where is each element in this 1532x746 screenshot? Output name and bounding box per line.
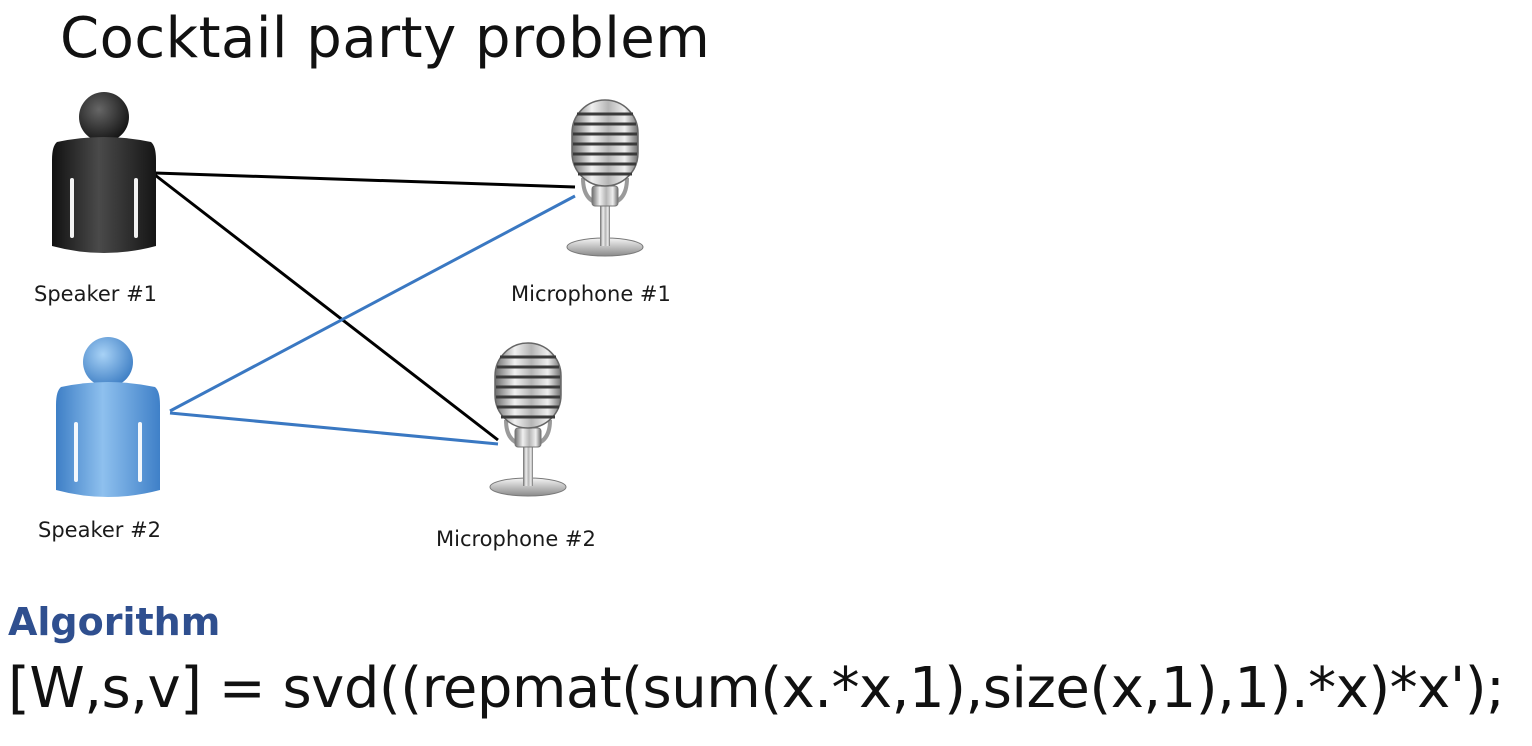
microphone-1-icon (566, 99, 644, 257)
link-speaker2-mic1 (169, 194, 576, 413)
microphone-2-label: Microphone #2 (436, 527, 596, 551)
microphone-1-label: Microphone #1 (511, 282, 671, 306)
speaker-1-person-icon (52, 92, 156, 253)
algorithm-heading: Algorithm (8, 600, 221, 644)
algorithm-code: [W,s,v] = svd((repmat(sum(x.*x,1),size(x… (8, 656, 1505, 721)
speaker-1-label: Speaker #1 (34, 282, 158, 306)
link-speaker2-mic2 (169, 411, 499, 446)
speaker-2-label: Speaker #2 (38, 518, 162, 542)
connection-lines (154, 171, 576, 446)
microphone-2-icon (489, 342, 567, 497)
link-speaker1-mic1 (154, 171, 576, 189)
slide-title: Cocktail party problem (60, 6, 711, 71)
speaker-2-person-icon (56, 337, 160, 497)
link-speaker1-mic2 (154, 173, 499, 442)
cocktail-party-diagram (52, 92, 644, 497)
